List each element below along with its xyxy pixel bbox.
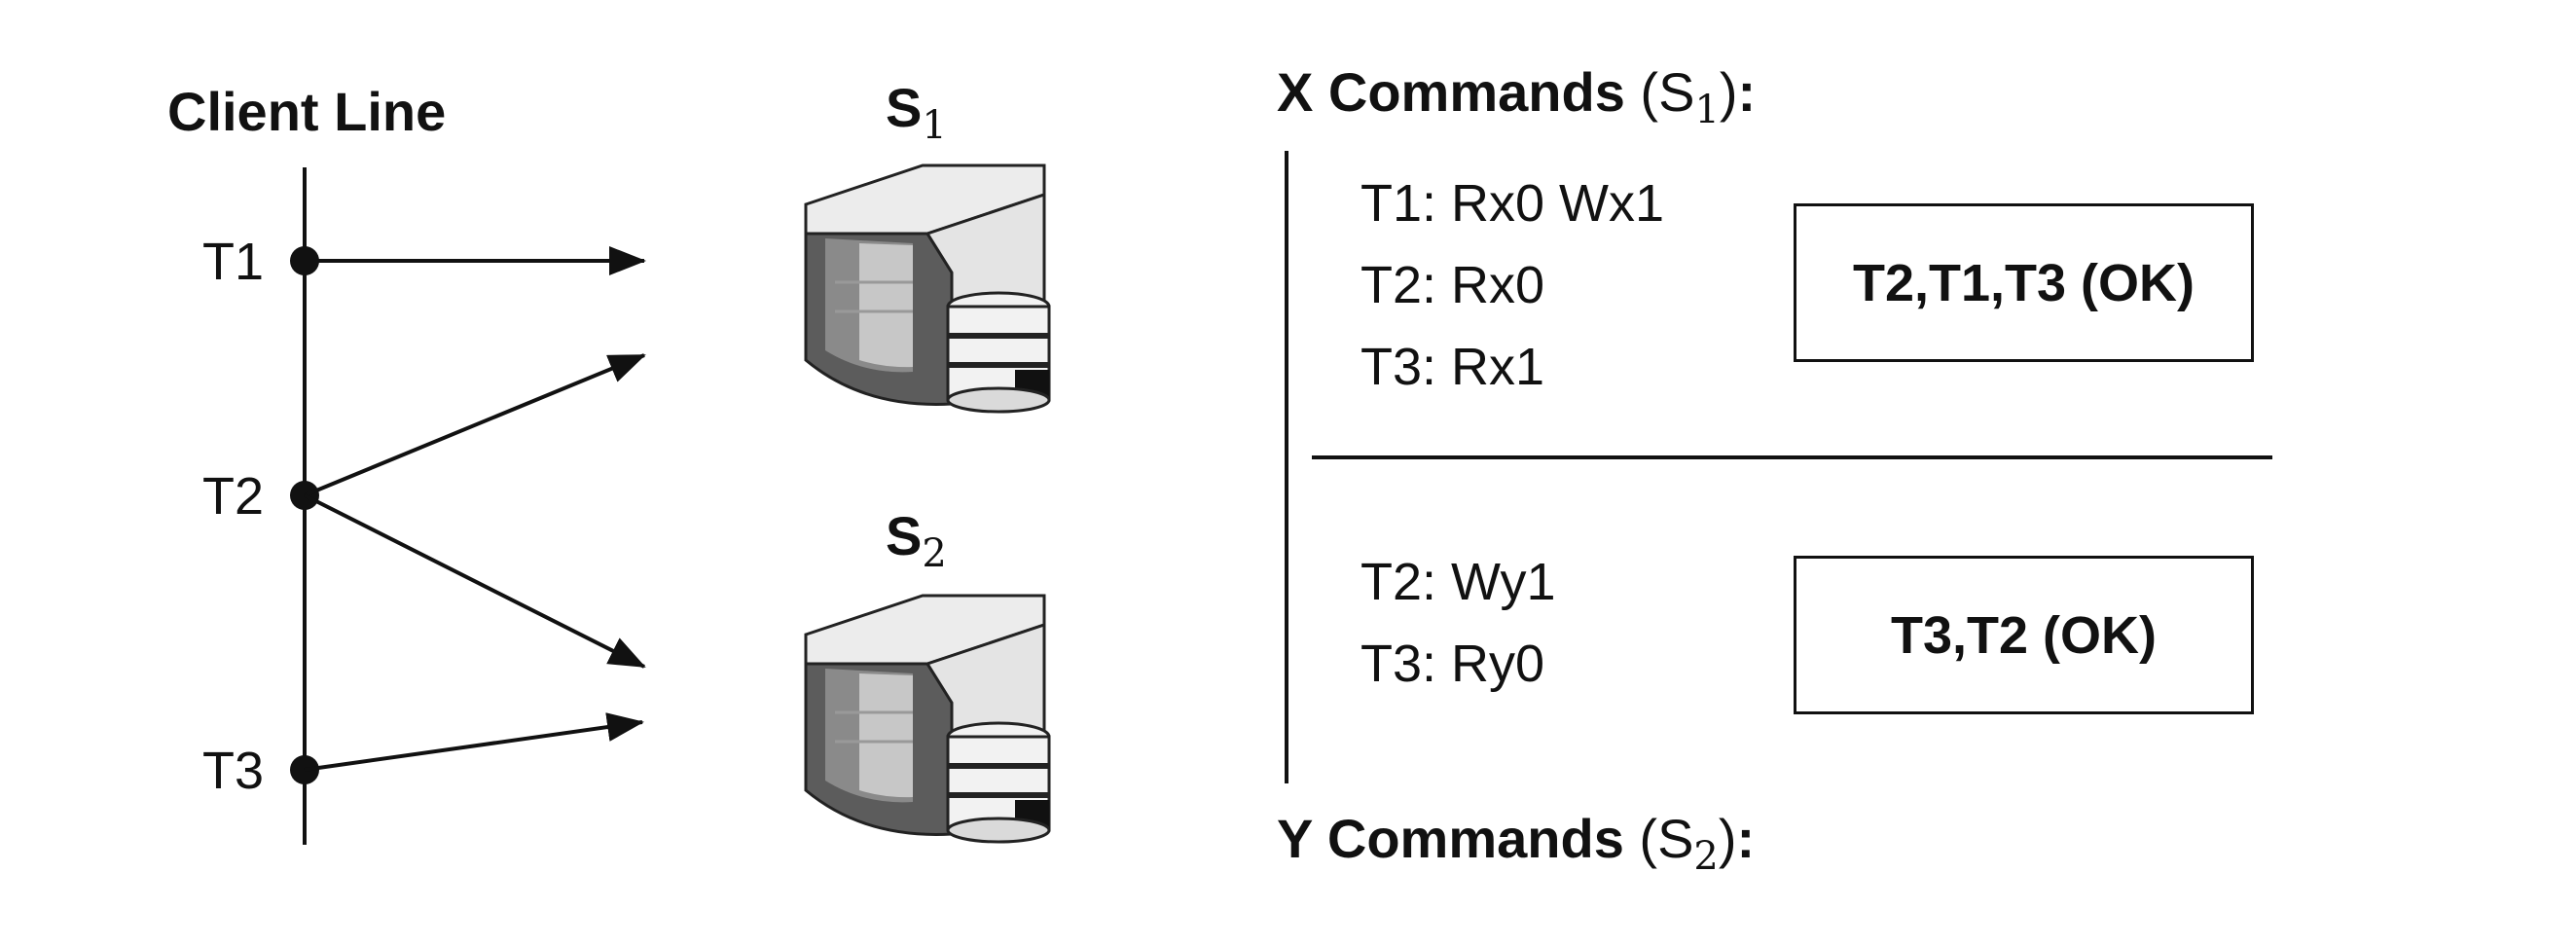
x-command-line: T2: Rx0 — [1361, 256, 1545, 314]
x-close-paren: ) — [1719, 61, 1738, 123]
y-commands-title: Y Commands (S2): — [1277, 807, 1756, 879]
t1-label: T1 — [202, 233, 265, 291]
server-s1-letter: S — [886, 77, 923, 138]
x-commands-label: X Commands — [1277, 61, 1625, 123]
y-command-line: T3: Ry0 — [1361, 635, 1545, 693]
arrow-t2-s1 — [304, 353, 646, 497]
server-s2-letter: S — [886, 505, 923, 566]
y-server-letter: S — [1657, 808, 1694, 869]
arrow-t3-s2 — [304, 712, 644, 772]
y-close-paren: ) — [1718, 808, 1737, 869]
client-line-title: Client Line — [167, 81, 447, 142]
x-command-line: T3: Rx1 — [1361, 338, 1545, 396]
y-open-paren: ( — [1639, 808, 1658, 869]
y-commands-label: Y Commands — [1277, 808, 1624, 869]
y-result-box: T3,T2 (OK) — [1794, 556, 2254, 714]
y-colon: : — [1736, 808, 1756, 869]
x-result-text: T2,T1,T3 (OK) — [1852, 253, 2195, 312]
x-command-line: T1: Rx0 Wx1 — [1361, 174, 1665, 233]
x-server-index: 1 — [1694, 88, 1720, 132]
x-commands-title: X Commands (S1): — [1277, 60, 1757, 132]
server-s2-index: 2 — [922, 531, 947, 576]
server-s1-label: S1 — [886, 76, 947, 148]
t3-label: T3 — [202, 742, 265, 800]
x-colon: : — [1737, 61, 1757, 123]
server-s2-label: S2 — [886, 504, 947, 576]
server-s1-index: 1 — [922, 103, 947, 148]
y-server-index: 2 — [1693, 834, 1719, 879]
x-open-paren: ( — [1640, 61, 1659, 123]
server-s1-icon — [804, 164, 1051, 414]
t2-label: T2 — [202, 467, 265, 526]
y-command-line: T2: Wy1 — [1361, 553, 1556, 611]
server-s2-icon — [804, 594, 1051, 844]
x-result-box: T2,T1,T3 (OK) — [1794, 203, 2254, 362]
x-server-letter: S — [1658, 61, 1695, 123]
arrow-t2-s2 — [304, 493, 646, 669]
y-result-text: T3,T2 (OK) — [1890, 605, 2157, 665]
